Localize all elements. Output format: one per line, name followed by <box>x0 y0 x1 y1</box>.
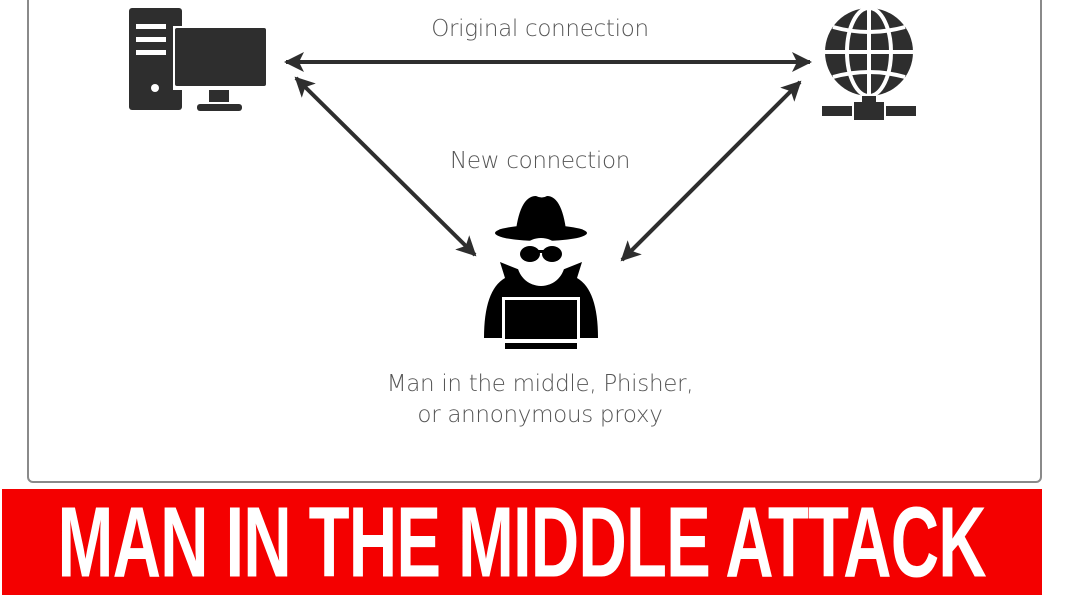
attacker-server-arrow <box>620 80 802 262</box>
attacker-label: Man in the middle, Phisher, or annonymou… <box>340 369 740 431</box>
globe-network-icon <box>822 6 916 120</box>
banner-title: MAN IN THE MIDDLE ATTACK <box>57 485 987 599</box>
attacker-label-line-1: Man in the middle, Phisher, <box>386 371 694 397</box>
attacker-label-line-2: or annonymous proxy <box>417 402 663 428</box>
title-banner: MAN IN THE MIDDLE ATTACK <box>2 489 1042 595</box>
new-connection-label: New connection <box>449 148 630 174</box>
desktop-computer-icon <box>129 8 273 111</box>
client-attacker-arrow <box>294 76 477 257</box>
original-connection-label: Original connection <box>431 16 649 42</box>
hacker-spy-icon <box>484 196 598 349</box>
